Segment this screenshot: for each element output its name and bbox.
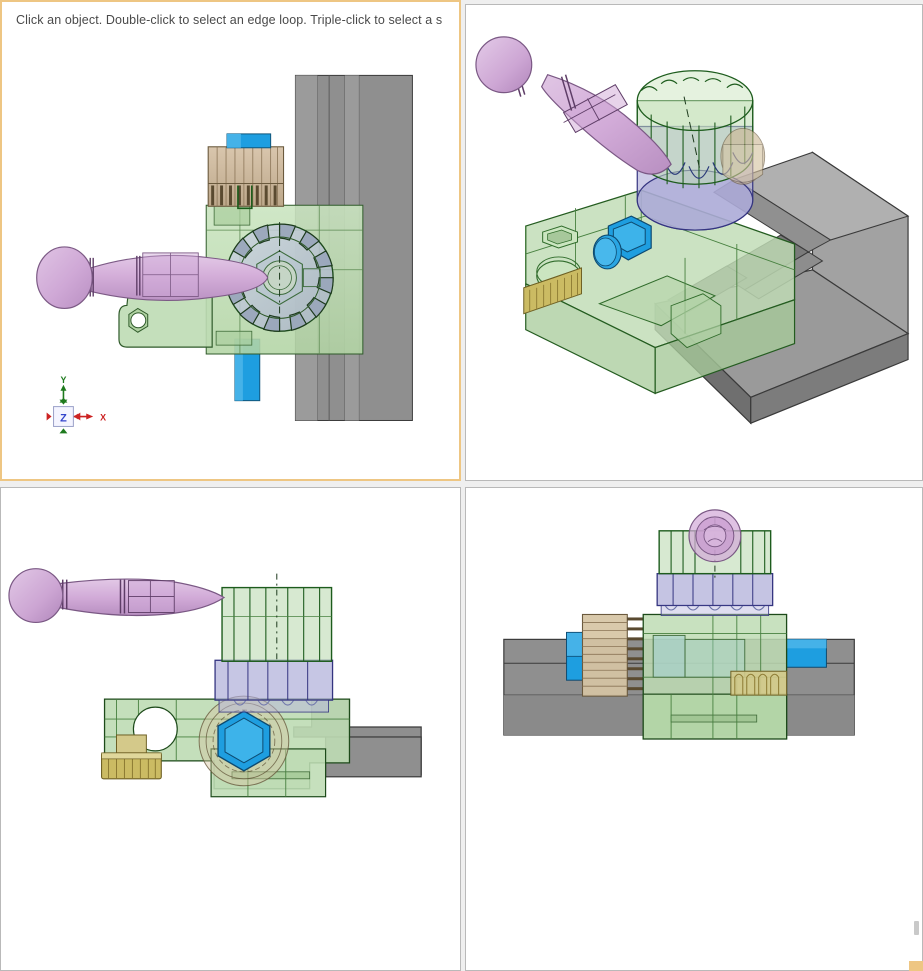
lever-handle[interactable] <box>8 568 226 970</box>
handle-ball-knob <box>36 246 93 310</box>
top-view-canvas[interactable] <box>466 488 922 970</box>
axis-label-z: Z <box>60 412 67 424</box>
hex-bolt[interactable] <box>592 215 652 270</box>
handle-ball-knob <box>475 36 533 94</box>
axis-gizmo[interactable]: Y X Z <box>46 375 107 434</box>
axis-label-x: X <box>100 412 106 422</box>
viewport-top-view[interactable] <box>465 487 923 971</box>
hex-socket-recess <box>128 307 149 333</box>
lever-handle[interactable] <box>36 246 269 310</box>
knurled-collar <box>581 613 644 697</box>
brass-thumb-screw[interactable] <box>730 670 788 696</box>
right-side-view-canvas[interactable] <box>1 488 460 970</box>
scroll-nub[interactable] <box>914 921 919 935</box>
violet-spacer-ring <box>656 572 774 616</box>
corner-resize-grip[interactable] <box>909 961 923 971</box>
lever-handle[interactable] <box>475 36 672 175</box>
front-view-canvas[interactable]: Y X Z <box>2 2 459 479</box>
violet-spacer-ring <box>214 659 334 713</box>
handle-ball-knob[interactable] <box>688 509 742 563</box>
viewport-front-view[interactable]: Y X Z Click an object. Double-click to s… <box>0 0 461 481</box>
viewport-isometric-view[interactable] <box>465 4 923 481</box>
knurled-collar <box>720 128 766 185</box>
brass-thumb-screw[interactable] <box>101 734 162 780</box>
blue-shaft-pin-left <box>566 631 583 681</box>
clutch-gear-wheel[interactable] <box>221 573 333 664</box>
hex-bolt[interactable] <box>217 710 271 772</box>
blue-cap <box>226 133 272 149</box>
handle-ball-knob <box>8 568 64 624</box>
hex-socket-recess <box>542 225 579 249</box>
brass-thumb-screw[interactable] <box>523 267 582 315</box>
knurled-collar <box>207 146 285 210</box>
clutch-gear-wheel[interactable] <box>225 222 334 334</box>
viewport-right-side-view[interactable] <box>0 487 461 971</box>
blue-shaft-pin-right <box>786 638 827 668</box>
isometric-view-canvas[interactable] <box>466 5 922 480</box>
axis-label-y: Y <box>60 375 66 385</box>
